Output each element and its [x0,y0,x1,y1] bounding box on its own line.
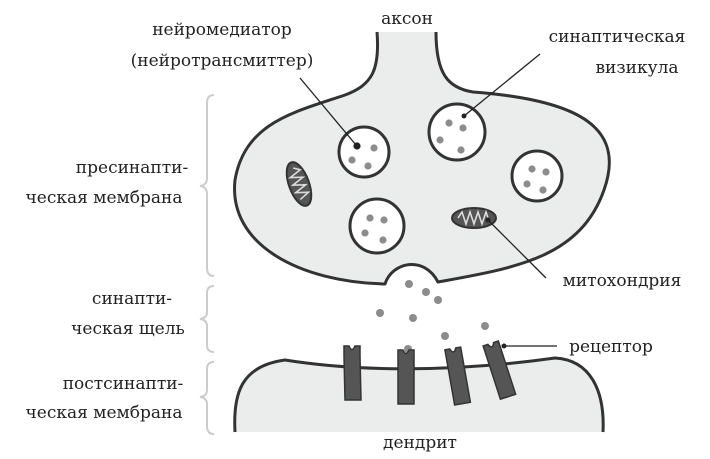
receptor [344,346,361,400]
label-neurotransmitter-1: нейромедиатор [152,20,292,40]
receptor-pointer-dot [502,344,507,349]
postsynaptic-bracket [200,362,214,434]
receptor [398,350,414,404]
label-cleft-1: синапти- [92,289,172,309]
label-postsynaptic-1: постсинапти- [63,374,184,394]
label-presynaptic-1: пресинапти- [76,158,188,178]
label-vesicle-1: синаптическая [549,27,686,47]
label-dendrite: дендрит [383,433,457,453]
label-cleft-2: ческая щель [71,319,185,339]
label-presynaptic-2: ческая мембрана [26,188,183,208]
label-axon: аксон [381,9,433,29]
label-postsynaptic-2: ческая мембрана [26,403,183,423]
vesicle-pointer-dot [462,114,467,119]
released-neurotransmitters [376,280,489,353]
presynaptic-bracket [200,95,214,276]
cleft-bracket [200,286,214,352]
neurotransmitter-pointer-dot [355,144,360,149]
vesicle [512,151,562,201]
vesicle [429,104,485,160]
vesicle [350,199,404,253]
label-receptor: рецептор [569,337,653,357]
mitochondria-pointer-dot [486,218,491,223]
label-vesicle-2: визикула [595,58,678,78]
label-neurotransmitter-2: (нейротрансмиттер) [131,51,314,71]
label-mitochondria: митохондрия [563,271,682,291]
